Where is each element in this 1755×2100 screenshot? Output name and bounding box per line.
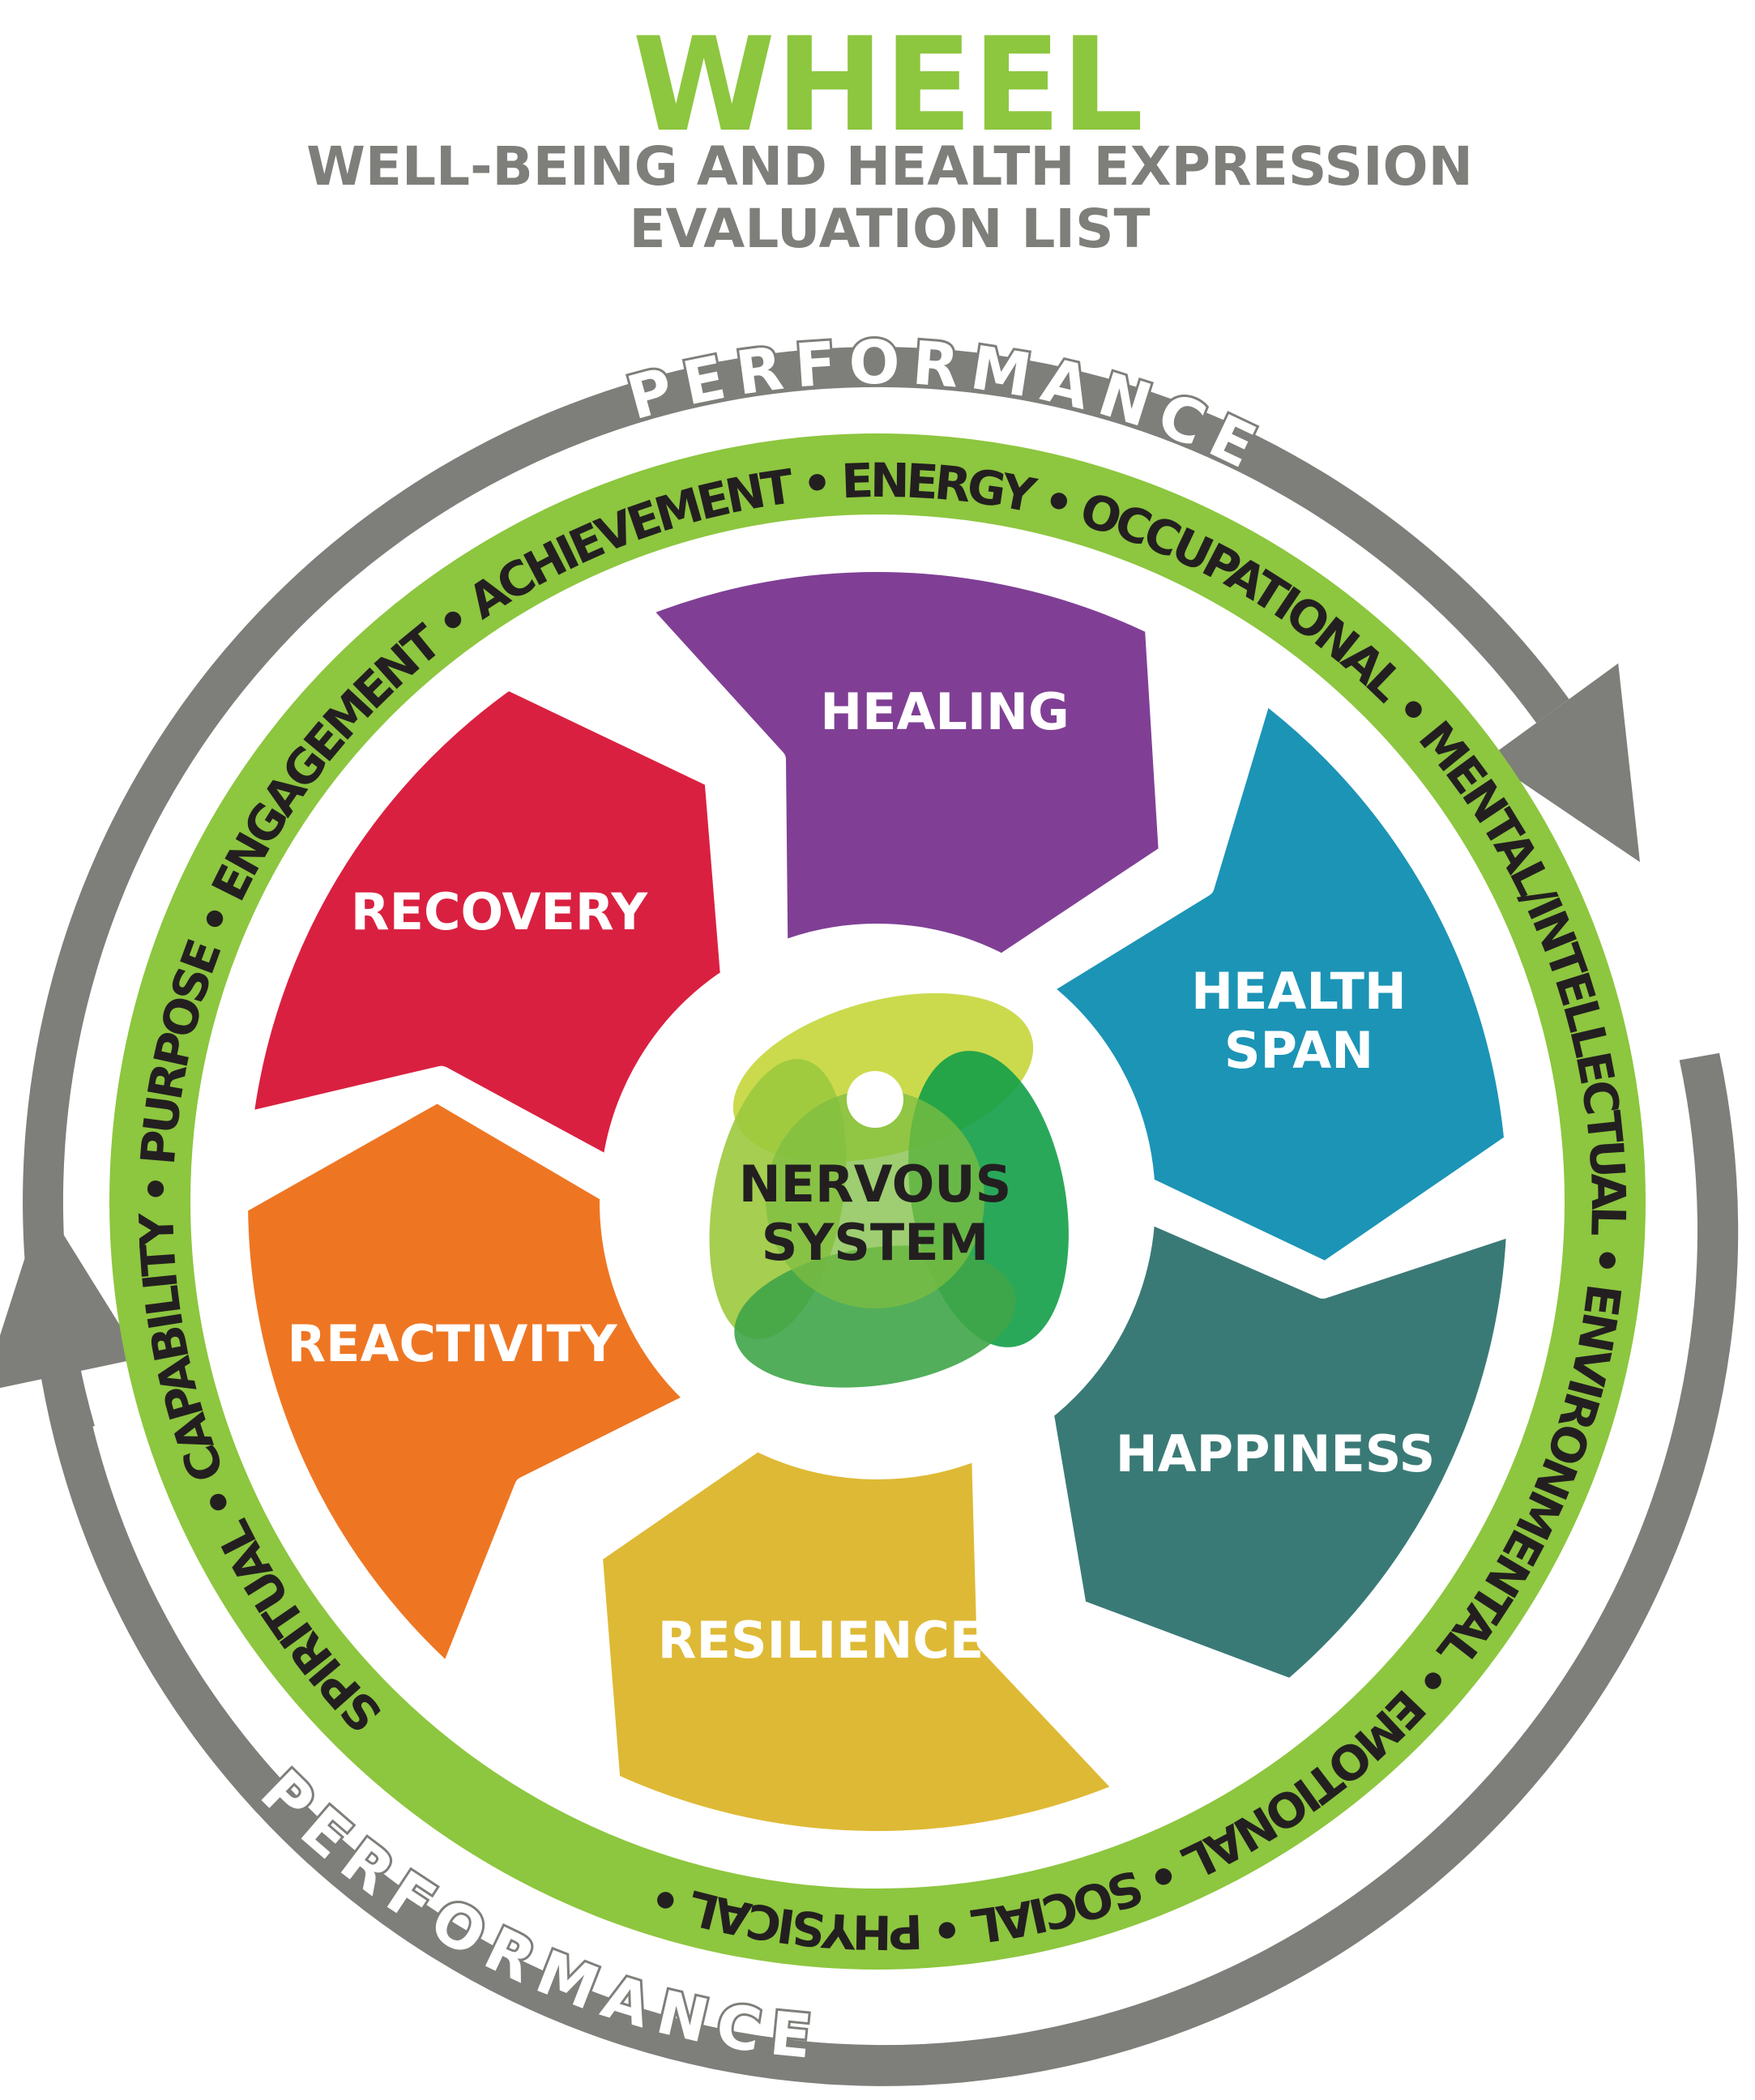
ring-separator: • <box>916 1899 977 1959</box>
outer-green-ring <box>109 433 1646 1970</box>
title: WHEEL <box>633 9 1144 160</box>
subtitle-line-2: EVALUATION LIST <box>629 198 1150 260</box>
ring-separator: • <box>1576 1231 1635 1293</box>
figure-head-icon <box>847 1071 903 1128</box>
center-label-2: SYSTEM <box>762 1213 989 1272</box>
ring-item: CAPABILITY <box>129 1210 235 1489</box>
label-health-span-1: HEALTH <box>1191 962 1407 1021</box>
center-glow <box>766 1090 984 1308</box>
ring-separator: • <box>129 1158 186 1216</box>
subtitle-line-1: WELL-BEING AND HEALTH EXPRESSION <box>306 135 1473 198</box>
ring-item: EMOTIONAL <box>1172 1679 1436 1891</box>
label-reactivity: REACTIVITY <box>287 1314 617 1373</box>
ring-separator: • <box>1026 469 1095 536</box>
segment-arrows <box>190 551 1560 1853</box>
nervous-system-emblem: NERVOUS SYSTEM <box>709 992 1069 1388</box>
segment-arrow-health <box>1027 680 1560 1283</box>
segment-arrow-happiness <box>1027 1200 1528 1715</box>
segment-labels: HEALING HEALTH SPAN HAPPINESS RESILIENCE… <box>287 682 1435 1670</box>
label-health-span-2: SPAN <box>1224 1021 1373 1080</box>
segment-arrow-recovery <box>231 651 745 1180</box>
segment-arrow-resilience <box>581 1411 1138 1853</box>
label-happiness: HAPPINESS <box>1116 1424 1436 1483</box>
label-healing: HEALING <box>820 682 1070 741</box>
center-label-1: NERVOUS <box>739 1155 1012 1214</box>
label-recovery: RECOVERY <box>351 882 648 941</box>
segment-arrow-healing <box>627 551 1180 994</box>
ring-separator: • <box>787 454 848 514</box>
segment-arrow-reactivity <box>190 1081 710 1688</box>
top-performance-arrow-arrowhead-icon <box>1487 663 1640 863</box>
label-resilience: RESILIENCE <box>658 1611 984 1670</box>
performance-arrows <box>0 347 1739 2086</box>
bottom-performance-arrow-arrowhead-icon <box>0 1202 141 1389</box>
